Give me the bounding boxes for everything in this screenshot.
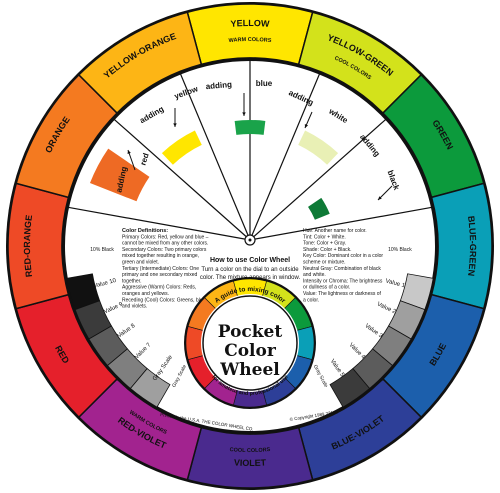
gray-swatch-left-5: [129, 368, 171, 408]
instructions-title: How to use Color Wheel: [210, 257, 290, 264]
definition-line: oranges and yellows.: [122, 291, 169, 297]
segment-label-blue-green: BLUE-GREEN: [466, 215, 478, 276]
definition-line: Value: The lightness or darkness of: [303, 291, 382, 297]
swatch-dark-green: [308, 197, 330, 220]
swatch-light-yellow-green: [298, 130, 339, 165]
definition-line: mixed together resulting in orange,: [122, 253, 199, 259]
swatch-yellow: [161, 130, 202, 165]
definitions-title: Color Definitions:: [122, 228, 168, 234]
definition-line: Secondary Colors: Two primary colors: [122, 247, 207, 253]
definition-line: Neutral Gray: Combination of black: [303, 266, 381, 272]
definition-line: Tint: Color + White.: [303, 234, 346, 240]
definition-line: Aggressive (Warm) Colors: Reds,: [122, 285, 196, 291]
segment-red-orange: RED-ORANGE: [7, 182, 70, 310]
right-value-label-1: Value 1: [385, 278, 406, 289]
definition-line: Hue: Another name for color.: [303, 228, 367, 234]
definition-line: Tone: Color + Gray.: [303, 241, 346, 247]
segment-label-yellow: YELLOW: [230, 18, 270, 29]
definition-line: green and violet.: [122, 260, 159, 266]
color-definitions-right: Hue: Another name for color.Tint: Color …: [303, 228, 383, 303]
definition-line: Primary Colors: Red, yellow and blue –: [122, 234, 209, 240]
window-label-adding-2: adding: [205, 80, 232, 91]
right-scale-heading: 10% Black: [388, 247, 412, 253]
segment-label-red-orange: RED-ORANGE: [22, 214, 34, 277]
swatch-orange: [89, 148, 150, 202]
segment-sub-yellow: WARM COLORS: [228, 37, 272, 44]
gray-swatch-left-2: [74, 300, 112, 340]
definition-line: a color.: [303, 297, 319, 303]
definition-line: cannot be mixed from any other colors.: [122, 241, 208, 247]
segment-yellow: YELLOW WARM COLORS: [186, 3, 314, 66]
mini-segment: [295, 326, 315, 360]
swatch-green: [234, 120, 266, 135]
definition-line: Tertiary (Intermediate) Colors: One: [122, 266, 199, 272]
left-scale-heading: 10% Black: [90, 247, 114, 253]
definition-line: together.: [122, 278, 141, 284]
mini-segment: [185, 326, 205, 360]
segment-blue: BLUE: [381, 293, 485, 419]
definition-line: Receding (Cool) Colors: Greens, blues: [122, 297, 208, 303]
gray-swatch-right-5: [329, 368, 371, 408]
definition-line: Shade: Color + Black.: [303, 247, 352, 253]
color-definitions-left: Color Definitions:Primary Colors: Red, y…: [122, 228, 209, 310]
definition-line: primary and one secondary mixed: [122, 272, 198, 278]
definition-line: Intensity or Chroma: The brightness: [303, 278, 383, 284]
brand-line1: Pocket: [218, 322, 283, 342]
gray-swatch-left-3: [88, 325, 128, 367]
instructions-line1: Turn a color on the dial to an outside: [201, 267, 299, 273]
definition-line: Key Color: Dominant color in a color: [303, 253, 383, 259]
left-value-label-1: Value 10: [93, 278, 118, 290]
brand-line3: Wheel: [219, 360, 280, 380]
definition-line: scheme or mixture.: [303, 260, 346, 266]
segment-violet: VIOLET COOL COLORS: [186, 426, 314, 489]
definition-line: or dullness of a color.: [303, 285, 350, 291]
gray-swatch-left-1: [66, 273, 101, 311]
segment-sub-violet: COOL COLORS: [229, 447, 271, 454]
brand-line2: Color: [224, 341, 277, 361]
center-brand: Pocket Color Wheel: [218, 322, 283, 380]
segment-red: RED: [15, 293, 119, 419]
window-label-red: red: [138, 152, 150, 167]
segment-blue-green: BLUE-GREEN: [430, 182, 493, 310]
definition-line: and violets.: [122, 304, 147, 310]
definition-line: and white.: [303, 272, 326, 278]
window-label-blue: blue: [256, 79, 273, 88]
segment-label-violet: VIOLET: [234, 457, 267, 468]
gray-swatch-left-4: [106, 348, 148, 390]
